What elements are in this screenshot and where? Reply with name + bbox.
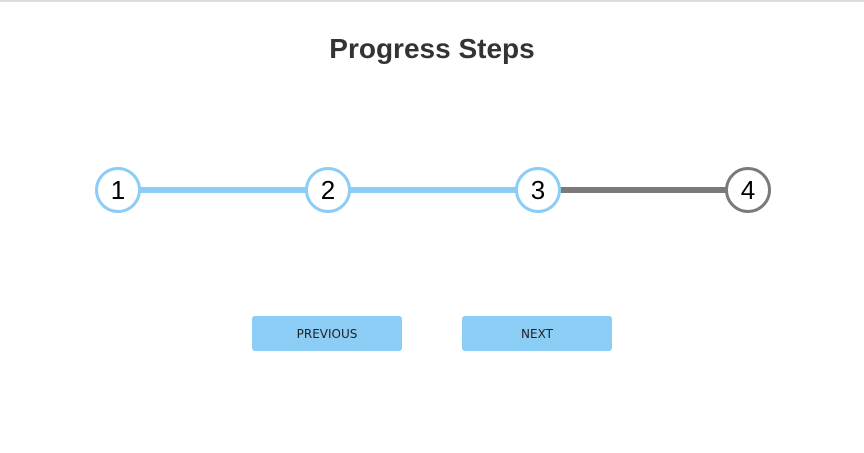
top-divider <box>0 0 864 2</box>
step-circle-1: 1 <box>95 167 141 213</box>
progress-steps: 1 2 3 4 <box>95 167 771 213</box>
step-circle-3: 3 <box>515 167 561 213</box>
next-button[interactable]: NEXT <box>462 316 612 351</box>
page-title: Progress Steps <box>329 33 535 64</box>
step-circle-2: 2 <box>305 167 351 213</box>
previous-button[interactable]: PREVIOUS <box>252 316 402 351</box>
step-circle-4: 4 <box>725 167 771 213</box>
